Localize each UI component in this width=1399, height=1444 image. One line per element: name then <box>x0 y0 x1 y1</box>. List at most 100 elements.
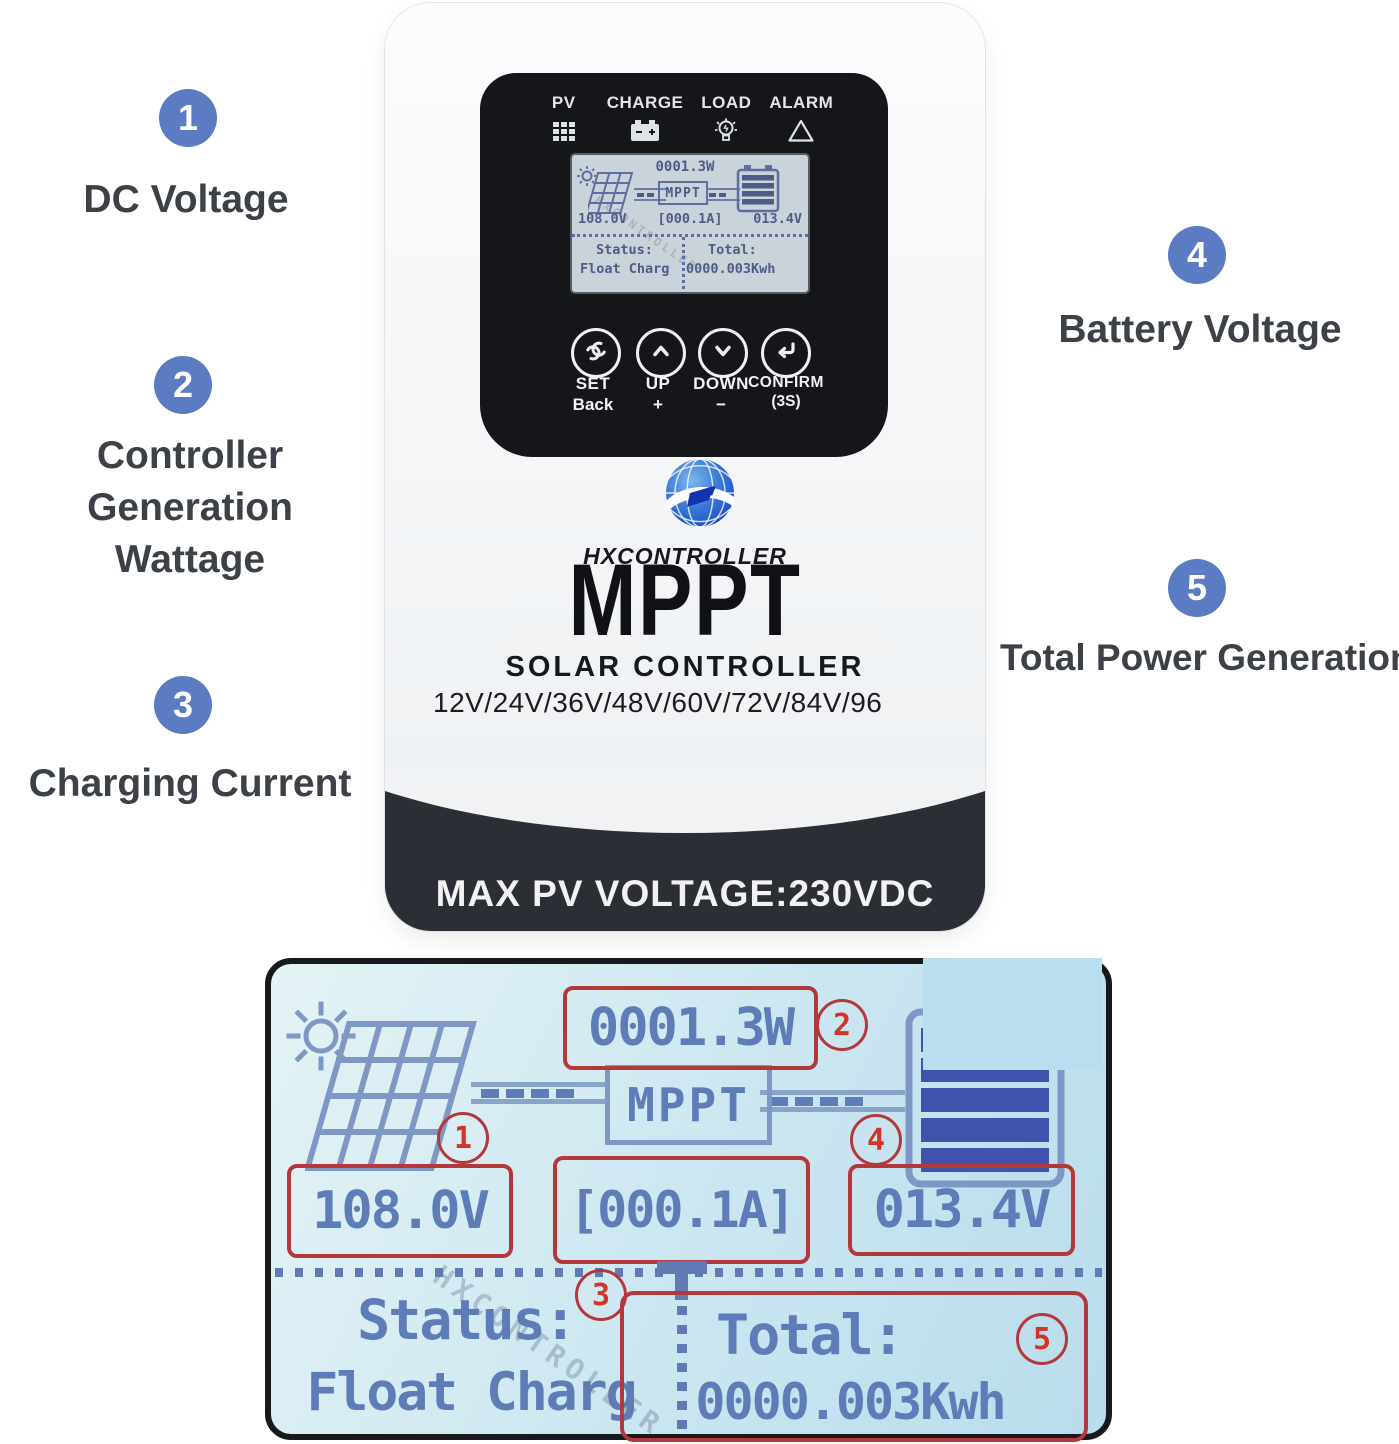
lcd-total-value: 0000.003Kwh <box>695 1373 1006 1431</box>
indicator-load: LOAD <box>697 93 755 144</box>
lcd-zoom-panel: HXCONTROLLER MPPT <box>265 958 1112 1443</box>
plus-label: + <box>653 395 663 414</box>
lcd-charge-current-value: [000.1A] <box>657 211 723 227</box>
lcd-battery-voltage-value: 013.4V <box>873 1180 1052 1240</box>
pv-power-highlight-box: 0001.3W <box>563 986 818 1070</box>
up-label: UP <box>645 374 671 393</box>
lcd-values-row: 108.0V [000.1A] 013.4V <box>572 211 808 227</box>
lcd-callout-4-num: 4 <box>866 1122 886 1158</box>
annotation-label-battery-voltage: Battery Voltage <box>1058 308 1342 351</box>
callout-badge-4: 4 <box>1168 226 1226 284</box>
sun-icon <box>576 165 598 191</box>
lcd-battery-voltage-value: 013.4V <box>753 211 802 227</box>
device-subtitle: SOLAR CONTROLLER <box>505 651 865 683</box>
callout-badge-4-num: 4 <box>1186 234 1208 275</box>
confirm-label: CONFIRM <box>748 374 824 391</box>
voltage-range-text: 12V/24V/36V/48V/60V/72V/84V/96 <box>433 687 883 718</box>
indicator-alarm: ALARM <box>769 93 833 144</box>
pv-wire <box>634 188 666 201</box>
callout-badge-1: 1 <box>159 89 217 147</box>
lcd-callout-4: 4 <box>850 1114 902 1166</box>
lcd-callout-3-num: 3 <box>591 1277 611 1313</box>
brand-logo-globe-icon <box>662 455 738 536</box>
callout-badge-2: 2 <box>154 356 212 414</box>
max-pv-voltage-text: MAX PV VOLTAGE:230VDC <box>435 873 935 914</box>
lcd-vertical-divider <box>677 1306 687 1434</box>
device-bottom-band: MAX PV VOLTAGE:230VDC <box>385 771 985 931</box>
annotation-label-line1: Controller Generation <box>87 434 293 529</box>
lcd-callout-1-num: 1 <box>453 1120 473 1156</box>
device-front-panel: PV CHARGE <box>480 73 888 457</box>
cycle-icon <box>580 335 612 372</box>
brand-name: HXCONTROLLER <box>583 543 787 569</box>
total-highlight-box: Total: 5 0000.003Kwh <box>620 1291 1088 1442</box>
lcd-status-value: Float Charg <box>306 1362 638 1423</box>
lcd-pv-voltage-value: 108.0V <box>312 1181 490 1241</box>
battery-wire <box>706 188 740 201</box>
annotation-label-controller-generation-wattage: Controller Generation Wattage <box>0 430 380 586</box>
annotation-label-charging-current: Charging Current <box>28 762 352 805</box>
lcd-vertical-divider <box>682 237 685 289</box>
indicator-pv: PV <box>535 93 593 144</box>
callout-badge-5: 5 <box>1168 559 1226 617</box>
indicator-row: PV CHARGE <box>480 93 888 144</box>
light-bulb-icon <box>714 118 738 144</box>
lcd-total-value: 0000.003Kwh <box>686 261 776 277</box>
lcd-pv-power-value: 0001.3W <box>587 998 795 1058</box>
band-curve <box>385 771 985 833</box>
chevron-down-icon <box>708 336 738 371</box>
lcd-status-label: Status: <box>596 242 653 258</box>
callout-badge-1-num: 1 <box>177 97 199 138</box>
confirm-button <box>761 328 811 378</box>
enter-arrow-icon <box>771 336 801 371</box>
lcd-mppt-box: MPPT <box>658 181 708 205</box>
indicator-charge-label: CHARGE <box>606 93 684 112</box>
down-label: DOWN <box>693 374 749 393</box>
down-button-label: DOWN − <box>688 374 754 415</box>
solar-grid-icon <box>552 118 576 144</box>
indicator-pv-label: PV <box>551 93 576 112</box>
set-back-button-label: SET Back <box>561 374 625 415</box>
lcd-callout-2-num: 2 <box>832 1007 852 1043</box>
lcd-callout-2: 2 <box>816 999 868 1051</box>
annotation-label-line2: Wattage <box>114 538 266 581</box>
lcd-charge-current-value: [000.1A] <box>569 1181 796 1239</box>
warning-triangle-icon <box>788 118 814 144</box>
pv-wire <box>471 1082 607 1104</box>
confirm-button-label: CONFIRM (3S) <box>738 374 834 411</box>
lcd-pv-power-value: 0001.3W <box>655 159 715 175</box>
indicator-alarm-label: ALARM <box>769 93 834 112</box>
annotation-label-dc-voltage: DC Voltage <box>83 178 289 221</box>
callout-badge-2-num: 2 <box>172 364 194 405</box>
chevron-up-icon <box>646 336 676 371</box>
lcd-horizontal-divider <box>572 234 808 237</box>
lcd-callout-5: 5 <box>1016 1313 1068 1365</box>
charge-current-highlight-box: [000.1A] <box>553 1156 810 1264</box>
solar-controller-device: PV CHARGE <box>385 3 985 931</box>
minus-label: − <box>716 395 726 414</box>
battery-icon <box>736 165 780 217</box>
down-button <box>698 328 748 378</box>
annotation-label-total-power-generation: Total Power Generation <box>1000 637 1399 678</box>
up-button-label: UP + <box>626 374 690 415</box>
lcd-pv-voltage-value: 108.0V <box>578 211 627 227</box>
lcd-callout-1: 1 <box>437 1112 489 1164</box>
up-button <box>636 328 686 378</box>
solar-panel-icon <box>585 171 640 221</box>
confirm-3s-label: (3S) <box>771 393 801 410</box>
indicator-load-label: LOAD <box>701 93 752 112</box>
back-label: Back <box>572 395 614 414</box>
divider-tee <box>657 1261 707 1274</box>
indicator-charge: CHARGE <box>607 93 684 144</box>
set-label: SET <box>575 374 611 393</box>
callout-badge-3: 3 <box>154 676 212 734</box>
battery-charge-icon <box>630 118 660 144</box>
lcd-total-label: Total: <box>716 1303 905 1367</box>
lcd-callout-3: 3 <box>575 1269 627 1321</box>
pv-voltage-highlight-box: 108.0V <box>287 1164 513 1258</box>
battery-voltage-highlight-box: 013.4V <box>848 1164 1075 1256</box>
lcd-status-value: Float Charg <box>580 261 670 277</box>
device-lcd-screen: HXCONTROLLER 0001.3W <box>572 155 808 292</box>
image-patch-overlay <box>923 958 1102 1070</box>
